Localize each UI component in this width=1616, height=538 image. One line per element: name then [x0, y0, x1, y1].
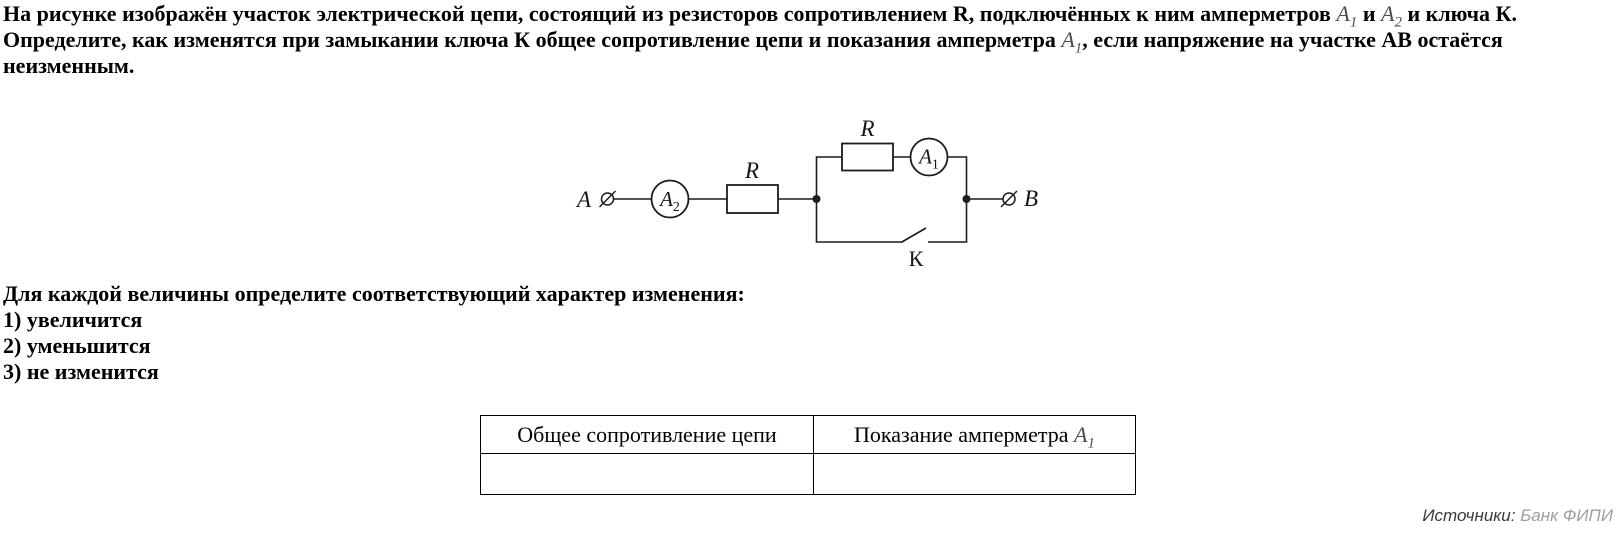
- terminal-b-label: B: [1024, 186, 1038, 211]
- option-decrease: 2) уменьшится: [3, 333, 151, 358]
- terminal-b-icon: [1002, 192, 1016, 206]
- source-link[interactable]: Банк ФИПИ: [1520, 506, 1613, 525]
- table-header-total-resistance: Общее сопротивление цепи: [480, 415, 814, 454]
- source-label: Источники:: [1422, 506, 1516, 525]
- option-no-change: 3) не изменится: [3, 359, 159, 384]
- instructions-intro: Для каждой величины определите соответст…: [3, 281, 745, 306]
- resistor-main-icon: [726, 184, 779, 214]
- resistor-top-label: R: [859, 116, 874, 141]
- wire-upper-branch-right: [947, 156, 968, 199]
- wire-lower-branch-left: [815, 199, 901, 243]
- terminal-b-slash-icon: [1000, 190, 1018, 208]
- table-header-row: Общее сопротивление цепи Показание ампер…: [480, 415, 1136, 454]
- ammeter-a2-label: A2: [658, 187, 680, 215]
- wire-upper-branch-left: [815, 156, 842, 199]
- answer-cell-ammeter-a1: [813, 453, 1136, 495]
- table-answer-row: [480, 453, 1136, 495]
- wire-lower-branch-right: [928, 199, 968, 243]
- junction-right-dot: [962, 195, 971, 203]
- ammeter-a1-label: A1: [917, 145, 939, 173]
- answer-table: Общее сопротивление цепи Показание ампер…: [480, 415, 1136, 495]
- resistor-top-icon: [841, 142, 894, 172]
- answer-cell-total-resistance: [480, 453, 814, 495]
- resistor-main-label: R: [744, 158, 759, 183]
- table-header-ammeter-a1: Показание амперметра A1: [813, 415, 1136, 454]
- terminal-a-label: A: [575, 187, 592, 212]
- source-line: Источники: Банк ФИПИ: [1422, 505, 1613, 527]
- option-increase: 1) увеличится: [3, 307, 143, 332]
- problem-statement: На рисунке изображён участок электрическ…: [3, 1, 1517, 78]
- switch-label: К: [909, 246, 924, 271]
- circuit-diagram: A A2 R R A1 К B: [575, 116, 1038, 271]
- instructions-block: Для каждой величины определите соответст…: [3, 281, 745, 385]
- terminal-a-slash-icon: [598, 190, 617, 208]
- switch-blade-icon: [900, 227, 927, 244]
